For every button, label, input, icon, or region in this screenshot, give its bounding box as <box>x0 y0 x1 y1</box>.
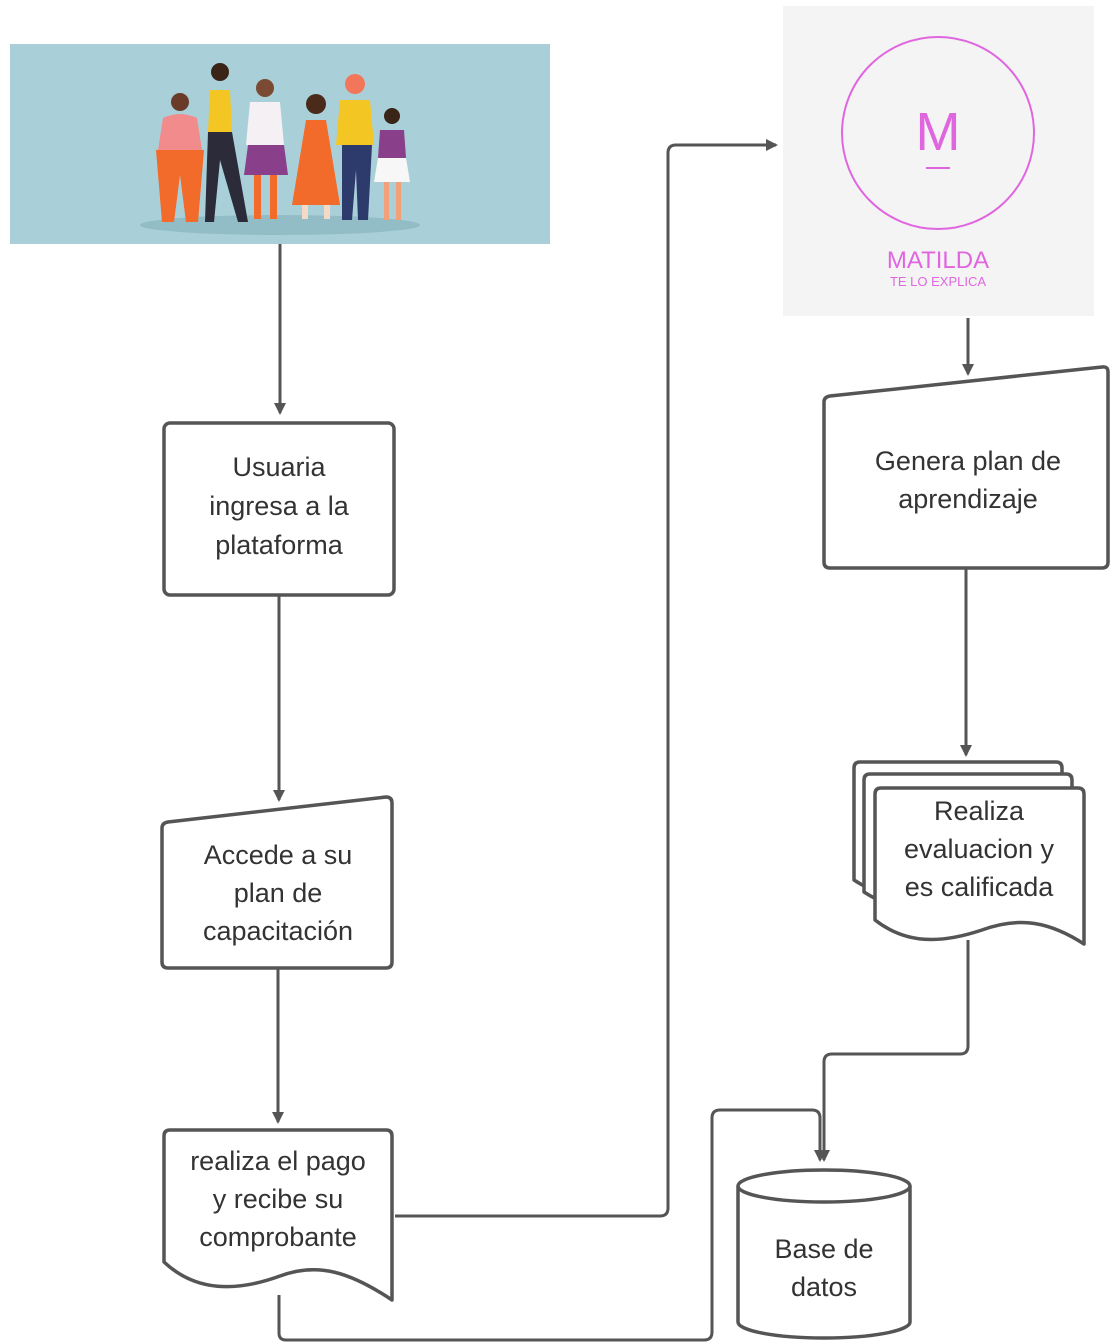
logo-background <box>783 6 1094 316</box>
node-usuaria-ingresa: Usuaria ingresa a la plataforma <box>162 421 396 597</box>
woman-figure-2 <box>205 63 248 222</box>
node-accede-plan: Accede a su plan de capacitación <box>160 795 394 970</box>
logo-name: MATILDA <box>887 247 989 274</box>
logo-tagline: TE LO EXPLICA <box>890 274 986 289</box>
process-box <box>162 421 396 597</box>
node-label-line: Accede a su <box>204 840 353 870</box>
node-label-line: datos <box>791 1272 857 1302</box>
logo-circle <box>841 36 1035 230</box>
matilda-logo: M MATILDA TE LO EXPLICA <box>783 6 1094 316</box>
node-base-de-datos: Base de datos <box>736 1168 912 1340</box>
node-genera-plan: Genera plan de aprendizaje <box>822 365 1110 570</box>
node-realiza-evaluacion: Realiza evaluacion y es calificada <box>852 760 1086 946</box>
node-label-line: plan de <box>234 878 323 908</box>
node-label-line: aprendizaje <box>898 484 1038 514</box>
node-label-line: Genera plan de <box>875 446 1061 476</box>
document-shape <box>162 1128 394 1302</box>
woman-figure-5 <box>336 74 374 220</box>
node-label-line: Usuaria <box>232 452 326 482</box>
connector-pago-to-base <box>277 1108 826 1342</box>
node-label-line: ingresa a la <box>209 491 350 521</box>
node-label-line: Base de <box>774 1234 873 1264</box>
connector-evaluacion-to-base <box>818 940 970 1162</box>
node-realiza-pago: realiza el pago y recibe su comprobante <box>162 1128 394 1302</box>
logo-letter: M <box>916 102 961 162</box>
node-label-line: capacitación <box>203 916 353 946</box>
node-label-line: es calificada <box>905 872 1055 902</box>
node-label-line: realiza el pago <box>190 1146 366 1176</box>
document-layer-front <box>873 786 1086 946</box>
node-label-line: comprobante <box>199 1222 357 1252</box>
node-label-line: Realiza <box>934 796 1025 826</box>
women-banner-image <box>10 44 550 244</box>
woman-figure-4 <box>292 94 340 219</box>
connectors <box>272 139 974 1342</box>
node-label-line: plataforma <box>215 530 344 560</box>
connector-pago-to-logo <box>395 139 778 1218</box>
woman-figure-1 <box>156 93 204 222</box>
node-label-line: y recibe su <box>213 1184 344 1214</box>
cylinder-top <box>736 1168 912 1204</box>
cylinder-body <box>736 1186 912 1340</box>
manual-input-shape <box>822 365 1110 570</box>
manual-input-shape <box>160 795 394 970</box>
woman-figure-6 <box>374 108 410 220</box>
woman-figure-3 <box>244 79 288 219</box>
node-label-line: evaluacion y <box>904 834 1055 864</box>
